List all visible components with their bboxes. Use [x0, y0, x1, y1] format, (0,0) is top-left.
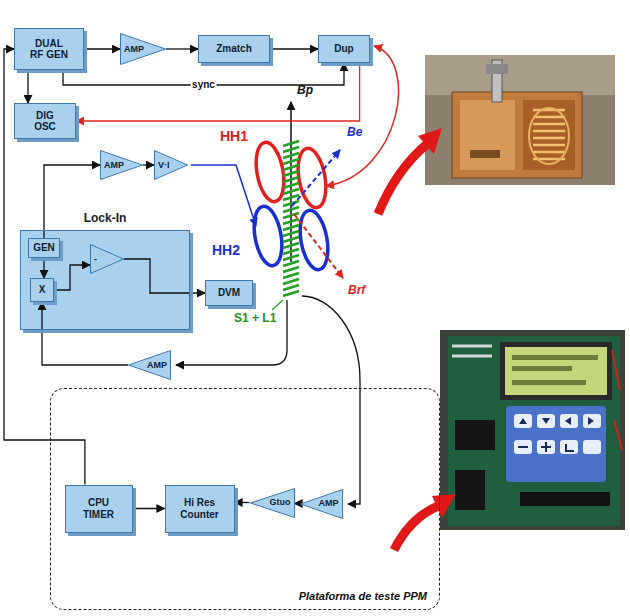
subtractor-triangle: -: [90, 244, 124, 274]
amplifier-triangle: AMP: [120, 33, 166, 65]
pointer-arrow: [378, 128, 456, 550]
amplifier-triangle: AMP: [128, 350, 171, 380]
matching-box: Zmatch: [198, 35, 270, 63]
box-label: AMP: [319, 498, 339, 508]
voltmeter-box: DVM: [205, 280, 253, 306]
amplifier-triangle: AMP: [300, 489, 343, 519]
box-label: DVM: [218, 287, 240, 299]
triangle-shape: [300, 489, 342, 518]
triangle-shape: [155, 151, 188, 180]
field-label: Bp: [297, 84, 313, 98]
signal-connector: [54, 265, 90, 290]
leader-line: [272, 300, 283, 310]
coil-label: HH2: [212, 242, 240, 258]
generator-box: GEN: [28, 238, 60, 258]
triangle-shape: [91, 245, 124, 274]
coil-label: HH1: [220, 128, 248, 144]
signal-wire: [302, 296, 360, 504]
region-label: Plataforma de teste PPM: [299, 590, 427, 603]
box-label: Dup: [334, 43, 353, 55]
signal-connector: [124, 259, 205, 293]
signal-connector: [27, 70, 28, 103]
box-label: V·I: [158, 160, 170, 170]
amplifier-triangle: AMP: [100, 150, 143, 180]
signal-connector: [44, 165, 100, 238]
field-arrow: [290, 102, 292, 262]
signal-connector: [133, 508, 165, 509]
drive-wire: [191, 165, 256, 226]
signal-connector: [4, 49, 85, 485]
box-label: AMP: [124, 44, 144, 54]
signal-connector: [84, 48, 120, 49]
edge-label: sync: [190, 79, 217, 91]
signal-connector: [166, 48, 198, 49]
platform-region: Plataforma de teste PPM CPU TIMER Hi Res C…: [50, 388, 440, 610]
triangle-shape: [129, 351, 171, 380]
box-label: DIG OSC: [32, 110, 58, 133]
signal-connector: [43, 258, 44, 278]
lockin-box: Lock-InGEN-X: [20, 230, 190, 330]
box-label: GEN: [33, 242, 55, 254]
lockin-fill: [20, 230, 190, 330]
box-label: CPU TIMER: [82, 497, 116, 520]
generator-box: DUAL RF GEN: [14, 28, 84, 70]
field-label: Be: [347, 126, 362, 140]
triangle-shape: [250, 488, 294, 517]
signal-connector: [76, 63, 360, 121]
multiplier-box: X: [30, 278, 54, 302]
filter-triangle: Gtuo: [250, 488, 295, 518]
rf-wire: [326, 46, 399, 186]
box-label: AMP: [147, 360, 167, 370]
signal-connector: [143, 164, 154, 165]
coil-label: S1 + L1: [234, 312, 276, 326]
signal-wire: [176, 300, 287, 365]
counter-box: Hi Res Counter: [165, 485, 235, 533]
timer-box: CPU TIMER: [65, 485, 133, 533]
box-label: X: [39, 284, 46, 296]
field-arrow: [294, 214, 343, 278]
duplexer-box: Dup: [318, 35, 370, 63]
signal-connector: [235, 502, 250, 503]
signal-connector: [270, 48, 318, 49]
box-label: -: [94, 254, 97, 264]
box-label: AMP: [104, 160, 124, 170]
field-arrow: [292, 150, 340, 206]
box-label: Gtuo: [270, 497, 291, 507]
sample-coil: [283, 141, 299, 296]
converter-triangle: V·I: [154, 150, 188, 180]
field-label: Brf: [348, 284, 365, 298]
box-heading: Lock-In: [21, 212, 189, 226]
probe-photo: [425, 55, 615, 185]
box-label: DUAL RF GEN: [29, 38, 69, 61]
triangle-shape: [121, 34, 166, 65]
box-label: Zmatch: [216, 43, 252, 55]
board-photo: [440, 330, 625, 530]
box-label: Hi Res Counter: [179, 497, 221, 520]
oscilloscope-box: DIG OSC: [14, 103, 76, 139]
signal-connector: [42, 302, 128, 365]
triangle-shape: [101, 151, 143, 180]
